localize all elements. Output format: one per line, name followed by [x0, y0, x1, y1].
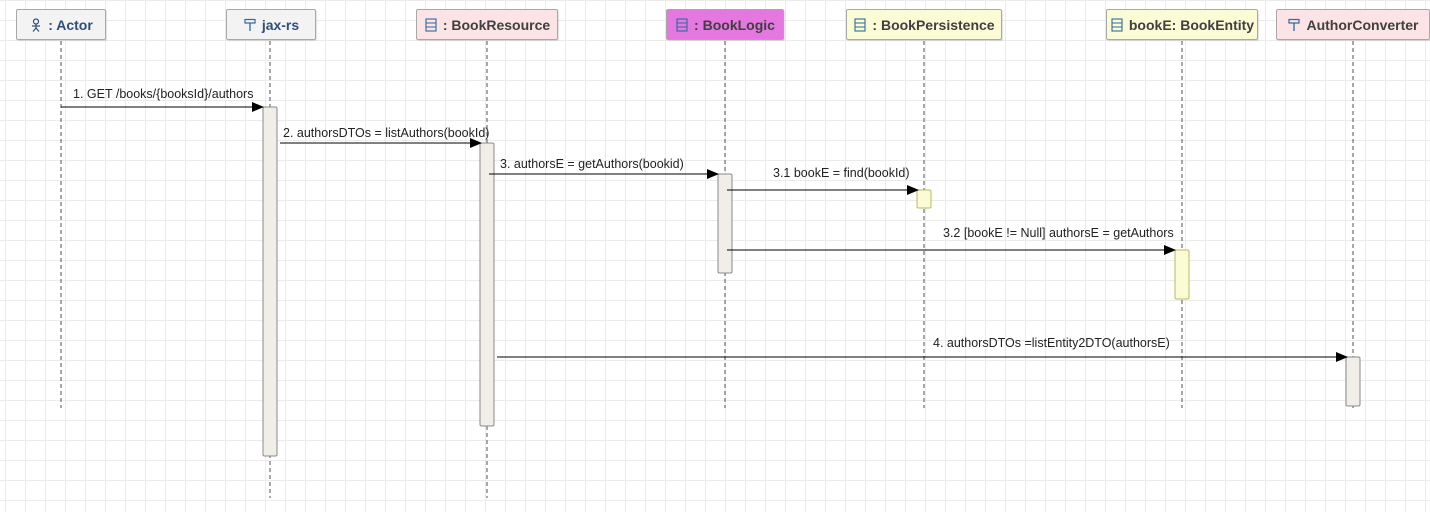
lifeline-name: bookE: BookEntity	[1128, 16, 1255, 33]
interface-icon	[1287, 18, 1301, 32]
lifeline-name: : Actor	[48, 16, 93, 33]
lifeline-bookentity[interactable]: bookE: BookEntity	[1106, 9, 1258, 40]
lifeline-bookresource[interactable]: : BookResource	[416, 9, 558, 40]
lifeline-name: : BookResource	[442, 16, 551, 33]
activation-bar-bookresource[interactable]	[479, 142, 495, 427]
message-label-m31: 3.1 bookE = find(bookId)	[773, 166, 910, 180]
lifeline-jaxrs[interactable]: jax-rs	[226, 9, 316, 40]
actor-icon	[29, 17, 43, 32]
message-label-m32: 3.2 [bookE != Null] authorsE = getAuthor…	[943, 226, 1174, 240]
lifeline-name: AuthorConverter	[1306, 16, 1419, 33]
interface-icon	[243, 18, 257, 32]
activation-bar-jaxrs[interactable]	[262, 106, 278, 457]
lifeline-name: : BookPersistence	[872, 16, 995, 33]
class-icon	[675, 17, 689, 32]
lifeline-name: jax-rs	[261, 16, 300, 33]
message-label-m1: 1. GET /books/{booksId}/authors	[73, 87, 254, 101]
lifeline-actor[interactable]: : Actor	[16, 9, 106, 40]
activation-bar-authorconverter[interactable]	[1345, 356, 1361, 407]
activation-bar-bookpersistence[interactable]	[916, 189, 932, 209]
class-icon	[424, 17, 438, 32]
lifeline-authorconverter[interactable]: AuthorConverter	[1276, 9, 1430, 40]
message-label-m2: 2. authorsDTOs = listAuthors(bookId)	[283, 126, 490, 140]
lifeline-bookpersistence[interactable]: : BookPersistence	[846, 9, 1002, 40]
lifeline-name: : BookLogic	[694, 16, 775, 33]
message-label-m3: 3. authorsE = getAuthors(bookid)	[500, 157, 684, 171]
activation-bar-bookentity[interactable]	[1174, 249, 1190, 300]
lifeline-booklogic[interactable]: : BookLogic	[666, 9, 784, 40]
message-label-m4: 4. authorsDTOs =listEntity2DTO(authorsE)	[933, 336, 1170, 350]
class-icon	[1110, 17, 1124, 32]
activation-bar-booklogic[interactable]	[717, 173, 733, 274]
class-icon	[853, 17, 867, 32]
